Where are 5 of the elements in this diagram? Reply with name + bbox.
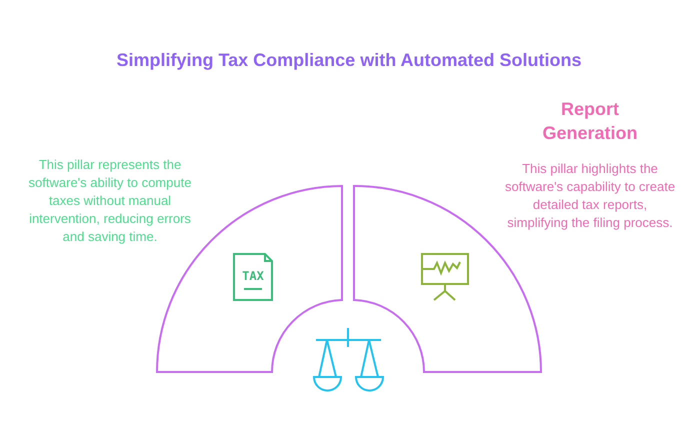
icon-text: TAX — [242, 269, 264, 283]
title: Simplifying Tax Compliance with Automated Solutions — [115, 50, 583, 71]
section-heading: Report Generation — [541, 98, 639, 145]
description-text: This pillar represents the software's ability to compute taxes without manual intervention, reducing errors and saving time. — [28, 156, 192, 246]
description-text: This pillar highlights the software's capability to create detailed tax reports, simplifying the filing process. — [504, 160, 676, 232]
